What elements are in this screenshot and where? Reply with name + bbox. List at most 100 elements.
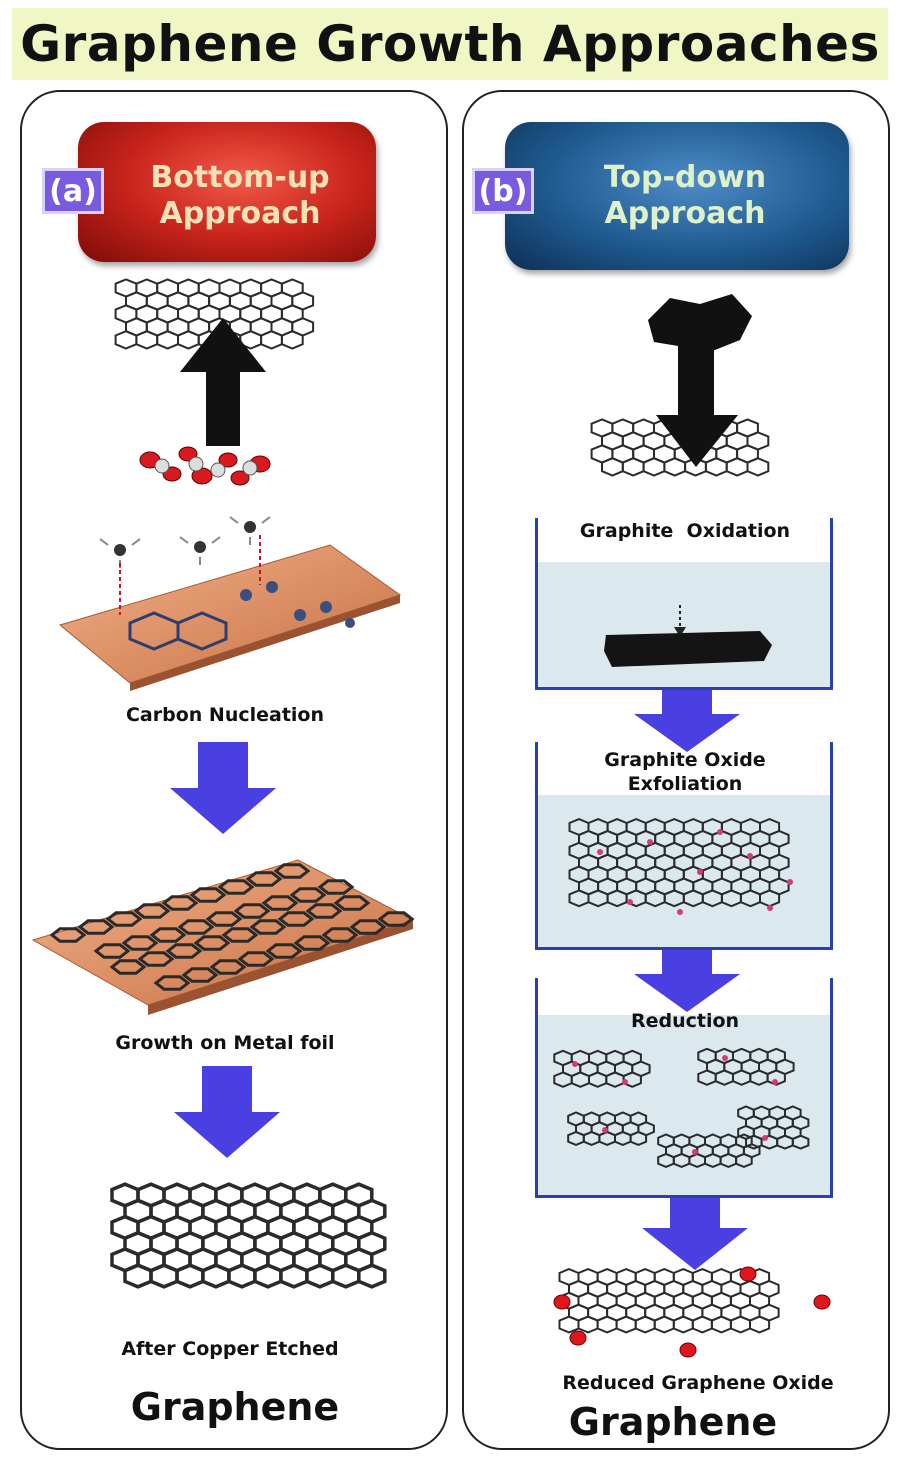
hexagon-ring xyxy=(227,1263,257,1289)
step-carbon-nucleation: Carbon Nucleation xyxy=(125,704,324,726)
hexagon-ring xyxy=(588,1071,608,1088)
header-bottom-up-label: Bottom-up Approach xyxy=(120,160,360,232)
flow-arrow-a2 xyxy=(174,1066,280,1158)
hexagon-ring xyxy=(209,959,247,975)
step2-line1: Graphite Oxide xyxy=(604,749,766,771)
flow-arrow-b3 xyxy=(642,1198,748,1270)
hexagon-ring xyxy=(766,1069,786,1086)
hexagon-ring xyxy=(201,1263,231,1289)
hexagon-ring xyxy=(663,889,685,908)
hexagon-ring xyxy=(181,967,219,983)
graphite-chunk xyxy=(648,294,752,352)
step-graphite-oxidation: Graphite Oxidation xyxy=(560,520,810,542)
hexagon-ring xyxy=(710,1315,732,1334)
hexagon-ring xyxy=(305,903,343,919)
flow-arrow-b1 xyxy=(634,690,740,752)
hexagon-ring xyxy=(273,863,311,879)
hexagon-ring xyxy=(177,919,215,935)
badge-b: (b) xyxy=(472,168,534,214)
hexagon-ring xyxy=(331,1263,361,1289)
hexagon-ring xyxy=(333,895,371,911)
header-bottom-up xyxy=(78,122,376,262)
hexagon-ring xyxy=(672,1152,691,1168)
hexagon-ring xyxy=(634,1315,656,1334)
hexagon-ring xyxy=(135,330,159,350)
hexagon-ring xyxy=(357,1263,387,1289)
hexagon-ring xyxy=(245,871,283,887)
hexagon-ring xyxy=(653,1315,675,1334)
header-b-line2: Approach xyxy=(604,196,766,231)
hexagon-ring xyxy=(305,1263,335,1289)
hexagon-ring xyxy=(745,1134,763,1150)
hexagon-ring xyxy=(123,1263,153,1289)
header-a-line1: Bottom-up xyxy=(150,160,330,195)
black-up-arrow xyxy=(180,318,266,446)
hexagon-ring xyxy=(49,927,87,943)
hexagon-ring xyxy=(149,927,187,943)
hexagon-ring xyxy=(217,879,255,895)
hexagon-ring xyxy=(749,1069,769,1086)
hexagon-ring xyxy=(93,943,131,959)
hexagon-ring xyxy=(577,1315,599,1334)
hexagon-ring xyxy=(289,887,327,903)
hexagon-ring xyxy=(265,943,303,959)
header-a-line2: Approach xyxy=(159,196,321,231)
hexagon-ring xyxy=(558,1315,580,1334)
step-reduction: Reduction xyxy=(630,1010,740,1032)
hexagon-ring xyxy=(598,1130,616,1146)
hexagon-ring xyxy=(165,943,203,959)
step-reduced-graphene-oxide: Reduced Graphene Oxide xyxy=(562,1372,834,1394)
graphene-sheet-final-a xyxy=(110,1182,387,1289)
hexagon-ring xyxy=(277,911,315,927)
graphite-block xyxy=(604,605,772,667)
hexagon-ring xyxy=(293,935,331,951)
copper-foil-graphene xyxy=(31,859,415,1015)
hexagon-ring xyxy=(156,330,179,350)
hexagon-ring xyxy=(109,959,147,975)
hexagon-ring xyxy=(161,895,199,911)
hexagon-ring xyxy=(249,919,287,935)
hexagon-ring xyxy=(746,457,770,477)
hexagon-ring xyxy=(691,1315,713,1334)
hexagon-ring xyxy=(621,457,645,477)
hexagon-ring xyxy=(735,1152,753,1168)
hexagon-ring xyxy=(704,1152,722,1168)
result-graphene-b: Graphene xyxy=(568,1400,778,1444)
hexagon-ring xyxy=(568,889,590,908)
header-top-down xyxy=(505,122,849,270)
hexagon-ring xyxy=(644,889,666,908)
hexagon-ring xyxy=(657,1152,675,1168)
diagram-title: Graphene Growth Approaches xyxy=(20,15,880,73)
beaker-oxidation xyxy=(535,518,833,690)
hexagon-ring xyxy=(606,889,628,908)
hexagon-ring xyxy=(570,1071,590,1088)
hexagon-ring xyxy=(749,1315,771,1334)
hexagon-ring xyxy=(321,927,359,943)
graphene-oxide-stack xyxy=(568,818,793,915)
black-down-arrow xyxy=(656,345,738,467)
hexagon-ring xyxy=(682,889,704,908)
hexagon-ring xyxy=(697,1069,717,1086)
hexagon-ring xyxy=(279,1263,309,1289)
hexagon-ring xyxy=(77,919,115,935)
hexagon-ring xyxy=(720,889,742,908)
hexagon-ring xyxy=(614,1130,632,1146)
hexagon-ring xyxy=(377,911,415,927)
precursor-molecules xyxy=(139,446,271,486)
title-banner: Graphene Growth Approaches xyxy=(12,8,888,80)
hexagon-ring xyxy=(601,457,624,477)
hexagon-ring xyxy=(114,330,138,350)
hexagon-ring xyxy=(791,1134,810,1150)
hexagon-ring xyxy=(189,887,227,903)
hexagon-ring xyxy=(233,903,271,919)
flow-arrow-a1 xyxy=(170,742,276,834)
hexagon-ring xyxy=(732,1069,752,1086)
hexagon-ring xyxy=(280,330,304,350)
hexagon-ring xyxy=(567,1130,585,1146)
hexagon-ring xyxy=(221,927,259,943)
reduced-graphene-oxide-sheet xyxy=(553,1266,831,1358)
hexagon-ring xyxy=(719,1152,738,1168)
hexagon-ring xyxy=(701,889,723,908)
hexagon-ring xyxy=(105,911,143,927)
hexagon-ring xyxy=(133,903,171,919)
